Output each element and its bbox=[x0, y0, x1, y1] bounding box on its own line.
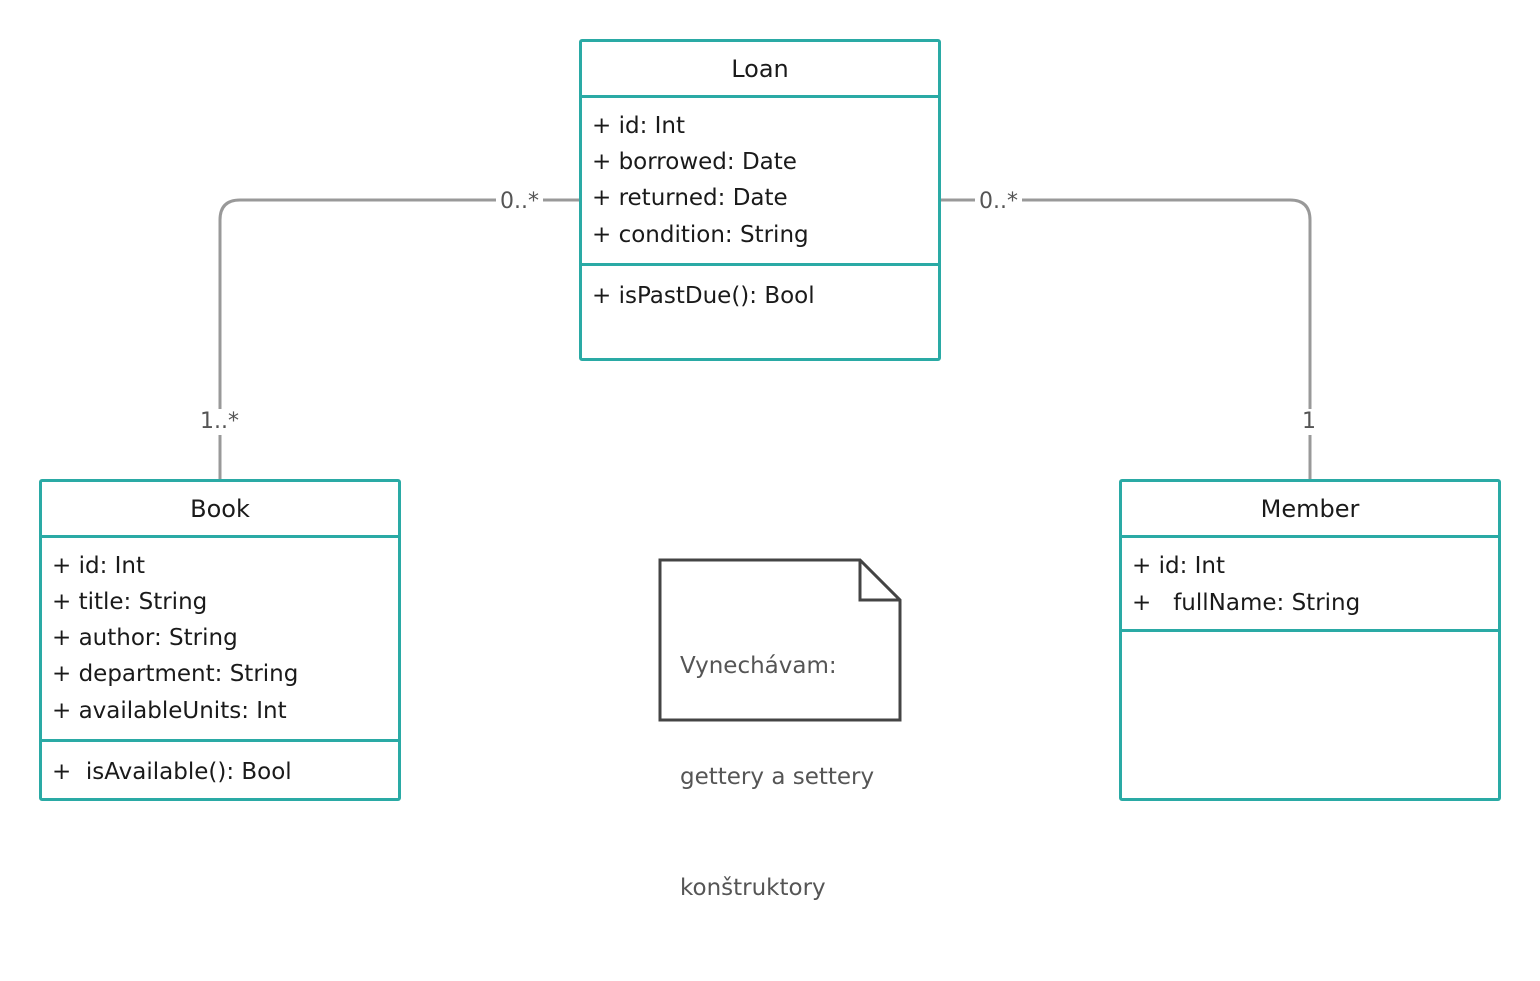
attributes-compartment: + id: Int + title: String + author: Stri… bbox=[42, 538, 398, 742]
attributes-compartment: + id: Int + borrowed: Date + returned: D… bbox=[582, 98, 938, 266]
note[interactable]: Vynechávam: gettery a settery konštrukto… bbox=[658, 558, 902, 901]
attribute: + returned: Date bbox=[592, 185, 788, 211]
methods-compartment: + isPastDue(): Bool bbox=[582, 266, 938, 322]
association-loan-member bbox=[940, 198, 1312, 480]
multiplicity-loan-book-book-end: 1..* bbox=[196, 409, 243, 435]
multiplicity-loan-member-member-end: 1 bbox=[1298, 409, 1320, 435]
method: + isAvailable(): Bool bbox=[52, 759, 292, 785]
methods-compartment: + isAvailable(): Bool bbox=[42, 742, 398, 800]
class-name: Member bbox=[1122, 482, 1498, 538]
note-text: Vynechávam: gettery a settery konštrukto… bbox=[680, 574, 874, 981]
methods-compartment bbox=[1122, 632, 1498, 648]
attribute: + id: Int bbox=[52, 553, 146, 579]
attribute: + availableUnits: Int bbox=[52, 698, 287, 724]
note-shape bbox=[658, 558, 902, 722]
attribute: + fullName: String bbox=[1132, 590, 1361, 616]
attribute: + id: Int bbox=[592, 113, 686, 139]
multiplicity-loan-book-loan-end: 0..* bbox=[496, 189, 543, 215]
attribute: + title: String bbox=[52, 589, 208, 615]
attribute: + borrowed: Date bbox=[592, 149, 797, 175]
note-line: konštruktory bbox=[680, 875, 826, 901]
association-lines bbox=[218, 198, 1312, 480]
attributes-compartment: + id: Int + fullName: String bbox=[1122, 538, 1498, 632]
attribute: + author: String bbox=[52, 625, 238, 651]
attribute: + department: String bbox=[52, 661, 299, 687]
attribute: + condition: String bbox=[592, 222, 809, 248]
class-loan[interactable]: Loan + id: Int + borrowed: Date + return… bbox=[579, 39, 941, 361]
attribute: + id: Int bbox=[1132, 553, 1226, 579]
note-line: Vynechávam: bbox=[680, 653, 837, 679]
class-name: Book bbox=[42, 482, 398, 538]
class-book[interactable]: Book + id: Int + title: String + author:… bbox=[39, 479, 401, 801]
multiplicity-loan-member-loan-end: 0..* bbox=[975, 189, 1022, 215]
association-loan-book bbox=[218, 198, 580, 480]
note-line: gettery a settery bbox=[680, 764, 875, 790]
method: + isPastDue(): Bool bbox=[592, 283, 815, 309]
class-member[interactable]: Member + id: Int + fullName: String bbox=[1119, 479, 1501, 801]
class-name: Loan bbox=[582, 42, 938, 98]
